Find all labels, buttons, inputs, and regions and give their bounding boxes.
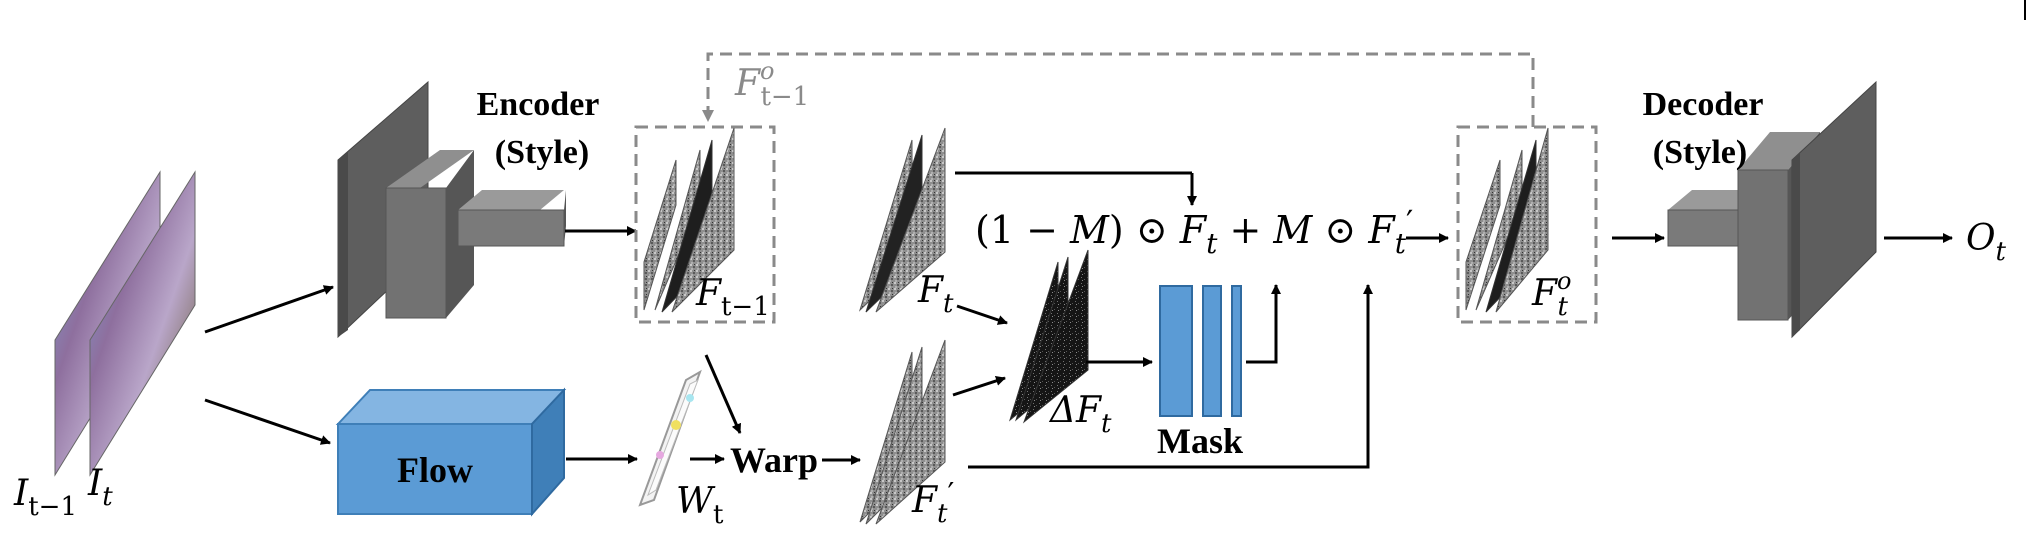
ft-label: Ft bbox=[917, 270, 954, 319]
arrow-features-to-warp bbox=[704, 354, 742, 434]
input-frame-cur bbox=[89, 170, 196, 477]
wt-label: Wt bbox=[676, 481, 724, 530]
flow-label: Flow bbox=[397, 450, 473, 490]
encoder-sublabel: (Style) bbox=[495, 134, 589, 171]
mask-label: Mask bbox=[1157, 421, 1243, 461]
ftprime-label: Ft′ bbox=[911, 477, 954, 529]
arrow-mask-to-formula bbox=[1246, 284, 1281, 364]
arrow-ftprime-to-formula bbox=[968, 284, 1373, 469]
arrow-input-to-encoder bbox=[204, 285, 334, 334]
feedback-dashed-path bbox=[702, 52, 1535, 127]
mask-bar-2 bbox=[1202, 285, 1222, 417]
fused-feature-box bbox=[1456, 125, 1598, 324]
flow-block bbox=[335, 387, 567, 517]
feature-prev-box bbox=[634, 125, 776, 324]
flow-field-wt bbox=[638, 369, 702, 507]
fusion-formula: (1 − M) ⊙ Ft + M ⊙ Ft′ bbox=[975, 203, 1413, 260]
mask-bar-1 bbox=[1159, 285, 1193, 417]
encoder-block bbox=[337, 80, 566, 339]
decoder-label: Decoder bbox=[1643, 86, 1764, 123]
feature-prev-label: Ft−1 bbox=[695, 273, 770, 322]
feature-warped-stack bbox=[859, 339, 946, 525]
output-label: Ot bbox=[1966, 218, 2007, 267]
arrow-input-to-flow bbox=[204, 398, 331, 445]
input-prev-label: It−1 bbox=[13, 473, 77, 522]
encoder-label: Encoder bbox=[477, 86, 600, 123]
arrow-ft-to-delta bbox=[956, 304, 1008, 325]
mask-bar-3 bbox=[1231, 285, 1242, 417]
fused-feature-stack bbox=[1465, 127, 1549, 313]
arrow-ftprime-to-delta bbox=[952, 376, 1006, 397]
mask-block bbox=[1159, 285, 1242, 417]
feature-prev-stack bbox=[643, 127, 735, 313]
feature-cur-stack bbox=[858, 127, 946, 313]
decoder-sublabel: (Style) bbox=[1653, 134, 1747, 171]
decoder-block bbox=[1667, 80, 1877, 339]
input-frames bbox=[54, 170, 196, 477]
warp-label: Warp bbox=[730, 440, 818, 480]
input-cur-label: It bbox=[87, 463, 113, 512]
delta-ft-stack bbox=[1009, 249, 1089, 424]
delta-ft-label: ΔFt bbox=[1048, 390, 1112, 439]
